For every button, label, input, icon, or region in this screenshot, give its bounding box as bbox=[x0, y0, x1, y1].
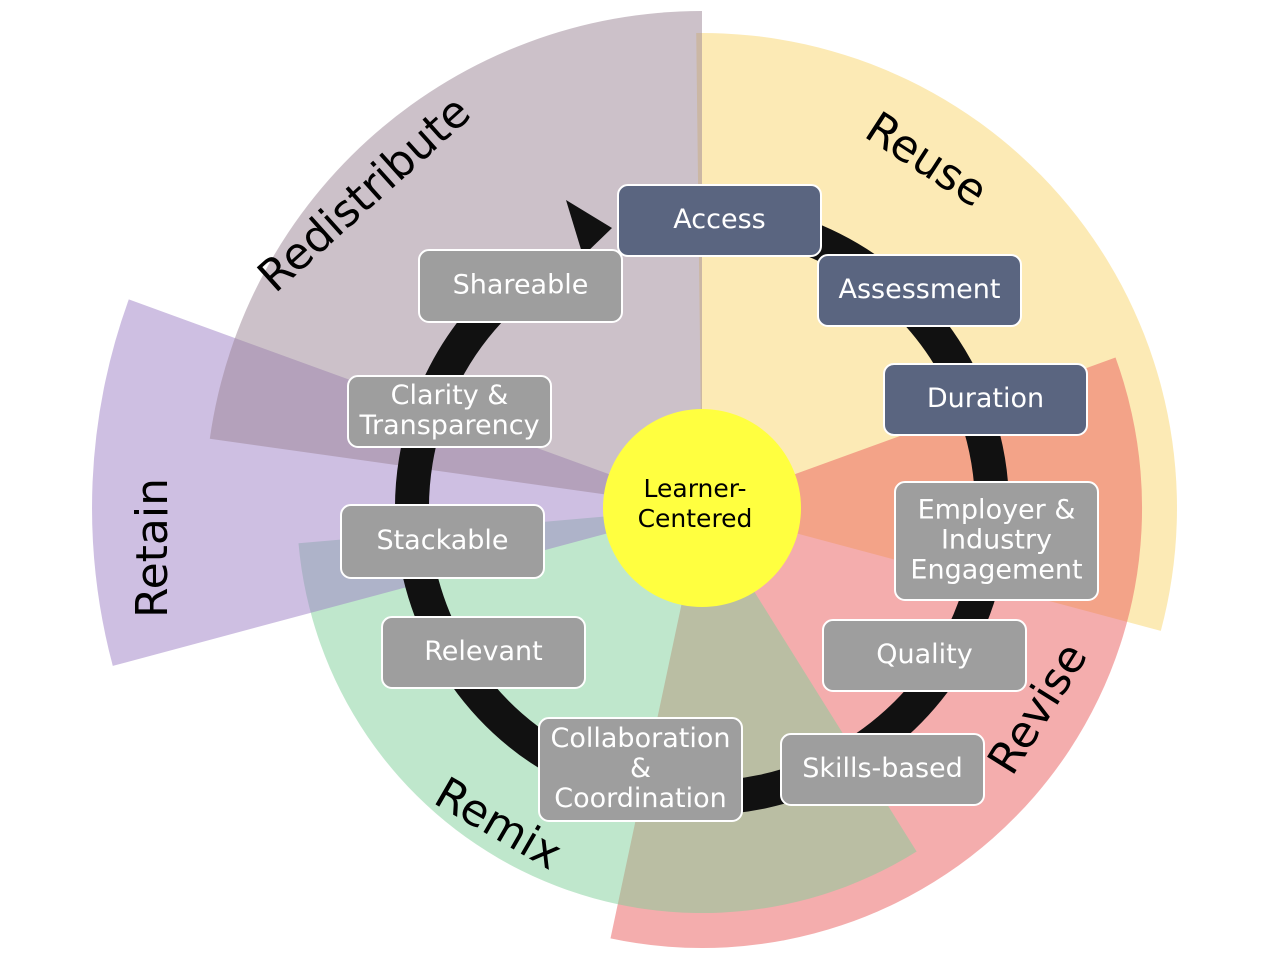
cycle-item-label: Relevant bbox=[424, 636, 543, 667]
cycle-item-collaboration: Collaboration&Coordination bbox=[538, 717, 743, 822]
cycle-item-assessment: Assessment bbox=[817, 254, 1022, 327]
center-circle-shape bbox=[603, 409, 801, 607]
cycle-item-box bbox=[538, 717, 743, 822]
cycle-item-box bbox=[883, 363, 1088, 436]
center-circle: Learner-Centered bbox=[603, 409, 801, 607]
cycle-item-label: Engagement bbox=[910, 555, 1082, 586]
cycle-item-label: Clarity & bbox=[391, 380, 509, 411]
cycle-item-relevant: Relevant bbox=[381, 616, 586, 689]
cycle-item-skills: Skills-based bbox=[780, 733, 985, 806]
cycle-item-label: Industry bbox=[941, 525, 1052, 556]
cycle-item-stackable: Stackable bbox=[340, 504, 545, 579]
cycle-item-label: & bbox=[630, 753, 651, 784]
cycle-item-label: Access bbox=[673, 204, 765, 235]
sector-remix bbox=[298, 508, 917, 914]
cycle-item-label: Duration bbox=[927, 383, 1044, 414]
cycle-item-label: Shareable bbox=[453, 270, 589, 301]
cycle-item-clarity: Clarity &Transparency bbox=[347, 375, 552, 448]
cycle-item-label: Collaboration bbox=[551, 723, 731, 754]
cycle-item-box bbox=[347, 375, 552, 448]
cycle-item-quality: Quality bbox=[822, 619, 1027, 692]
cycle-item-box bbox=[817, 254, 1022, 327]
center-label-line2: Centered bbox=[638, 504, 753, 533]
cycle-item-label: Assessment bbox=[839, 274, 1001, 305]
cycle-item-duration: Duration bbox=[883, 363, 1088, 436]
cycle-item-box bbox=[822, 619, 1027, 692]
cycle-item-access: Access bbox=[617, 184, 822, 257]
cycle-item-box bbox=[418, 249, 623, 323]
center-label-line1: Learner- bbox=[644, 474, 747, 503]
cycle-item-label: Coordination bbox=[554, 783, 727, 814]
cycle-item-label: Transparency bbox=[358, 410, 539, 441]
cycle-arrowhead bbox=[566, 200, 612, 256]
cycle-item-box bbox=[894, 481, 1099, 601]
cycle-item-label: Employer & bbox=[918, 495, 1076, 526]
cycle-item-box bbox=[617, 184, 822, 257]
cycle-item-label: Skills-based bbox=[802, 753, 963, 784]
cycle-item-shareable: Shareable bbox=[418, 249, 623, 323]
cycle-item-label: Quality bbox=[876, 639, 972, 670]
cycle-item-label: Stackable bbox=[376, 525, 508, 556]
cycle-item-box bbox=[780, 733, 985, 806]
sector-label-retain: Retain bbox=[127, 478, 178, 618]
cycle-item-box bbox=[381, 616, 586, 689]
cycle-item-box bbox=[340, 504, 545, 579]
